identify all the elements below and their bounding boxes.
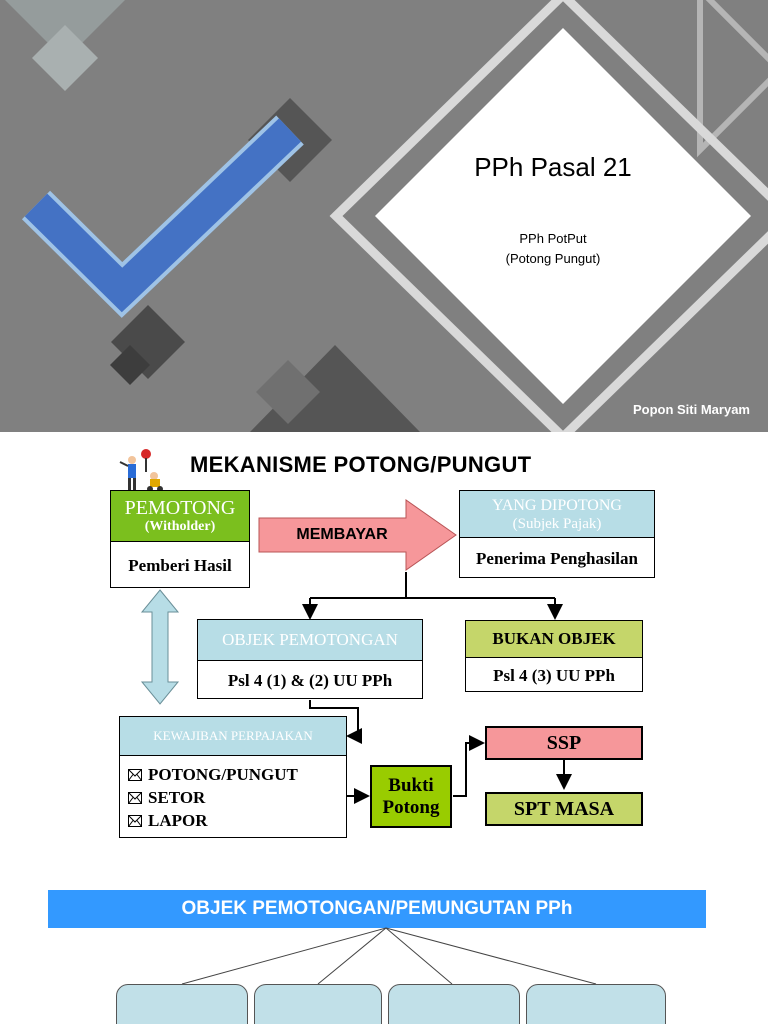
bukti-line-2: Potong — [382, 796, 440, 818]
objek-body: Psl 4 (1) & (2) UU PPh — [227, 670, 393, 690]
decorative-background — [5, 0, 768, 432]
kewajiban-title: KEWAJIBAN PERPAJAKAN — [120, 717, 346, 756]
decor-diamond-outline — [329, 0, 768, 432]
kewajiban-item: SETOR — [128, 786, 346, 809]
people-clipart-icon — [119, 449, 163, 492]
pemotong-subtitle: (Witholder) — [144, 519, 216, 534]
author-name: Popon Siti Maryam — [632, 402, 750, 417]
category-box — [254, 984, 382, 1024]
slide-subtitle: PPh PotPut (Potong Pungut) — [440, 229, 666, 269]
dipotong-subtitle: (Subjek Pajak) — [512, 515, 602, 532]
diagram-title: MEKANISME POTONG/PUNGUT — [190, 452, 532, 477]
decor-square — [32, 25, 98, 91]
kewajiban-item: LAPOR — [128, 809, 346, 832]
category-box — [526, 984, 666, 1024]
category-box — [116, 984, 248, 1024]
subtitle-line-2: (Potong Pungut) — [505, 251, 601, 266]
decor-square — [110, 345, 150, 385]
check-icon — [24, 118, 302, 313]
category-box — [388, 984, 520, 1024]
bukan-objek-title: BUKAN OBJEK — [466, 621, 642, 658]
double-arrow — [140, 589, 180, 705]
envelope-icon — [128, 768, 142, 781]
bukan-objek-body: Psl 4 (3) UU PPh — [493, 665, 615, 685]
spt-masa-box: SPT MASA — [485, 792, 643, 826]
subtitle-line-1: PPh PotPut — [519, 231, 587, 246]
decor-square — [256, 360, 320, 424]
envelope-icon — [128, 814, 142, 827]
dipotong-box: YANG DIPOTONG (Subjek Pajak) Penerima Pe… — [459, 490, 655, 578]
pemotong-body: Pemberi Hasil — [128, 555, 232, 575]
kewajiban-list: POTONG/PUNGUT SETOR LAPOR — [120, 756, 346, 832]
objek-title: OBJEK PEMOTONGAN — [198, 620, 422, 661]
kewajiban-box: KEWAJIBAN PERPAJAKAN POTONG/PUNGUT SETOR… — [119, 716, 347, 838]
dipotong-body: Penerima Penghasilan — [476, 548, 638, 568]
bukti-line-1: Bukti — [388, 774, 434, 796]
objek-slide: OBJEK PEMOTONGAN/PEMUNGUTAN PPh — [0, 864, 768, 1024]
mechanism-slide: MEKANISME POTONG/PUNGUT MEMBAYAR PEMOTON… — [0, 432, 768, 864]
objek-banner: OBJEK PEMOTONGAN/PEMUNGUTAN PPh — [48, 890, 706, 928]
pemotong-title: PEMOTONG — [124, 497, 236, 519]
bukti-potong-box: Bukti Potong — [370, 765, 452, 828]
decor-diamond-outline — [697, 0, 768, 158]
pemotong-header: PEMOTONG (Witholder) — [111, 491, 249, 542]
kewajiban-item: POTONG/PUNGUT — [128, 763, 346, 786]
bukan-objek-box: BUKAN OBJEK Psl 4 (3) UU PPh — [465, 620, 643, 692]
objek-box: OBJEK PEMOTONGAN Psl 4 (1) & (2) UU PPh — [197, 619, 423, 699]
pemotong-box: PEMOTONG (Witholder) Pemberi Hasil — [110, 490, 250, 588]
title-slide: PPh Pasal 21 PPh PotPut (Potong Pungut) … — [0, 0, 768, 432]
kewajiban-item-label: LAPOR — [148, 811, 208, 830]
kewajiban-item-label: SETOR — [148, 788, 206, 807]
ssp-box: SSP — [485, 726, 643, 760]
dipotong-header: YANG DIPOTONG (Subjek Pajak) — [460, 491, 654, 538]
dipotong-title: YANG DIPOTONG — [492, 496, 622, 514]
membayar-label: MEMBAYAR — [296, 526, 388, 543]
title-diamond — [375, 28, 751, 404]
slide-title: PPh Pasal 21 — [474, 152, 632, 182]
kewajiban-item-label: POTONG/PUNGUT — [148, 765, 298, 784]
envelope-icon — [128, 791, 142, 804]
